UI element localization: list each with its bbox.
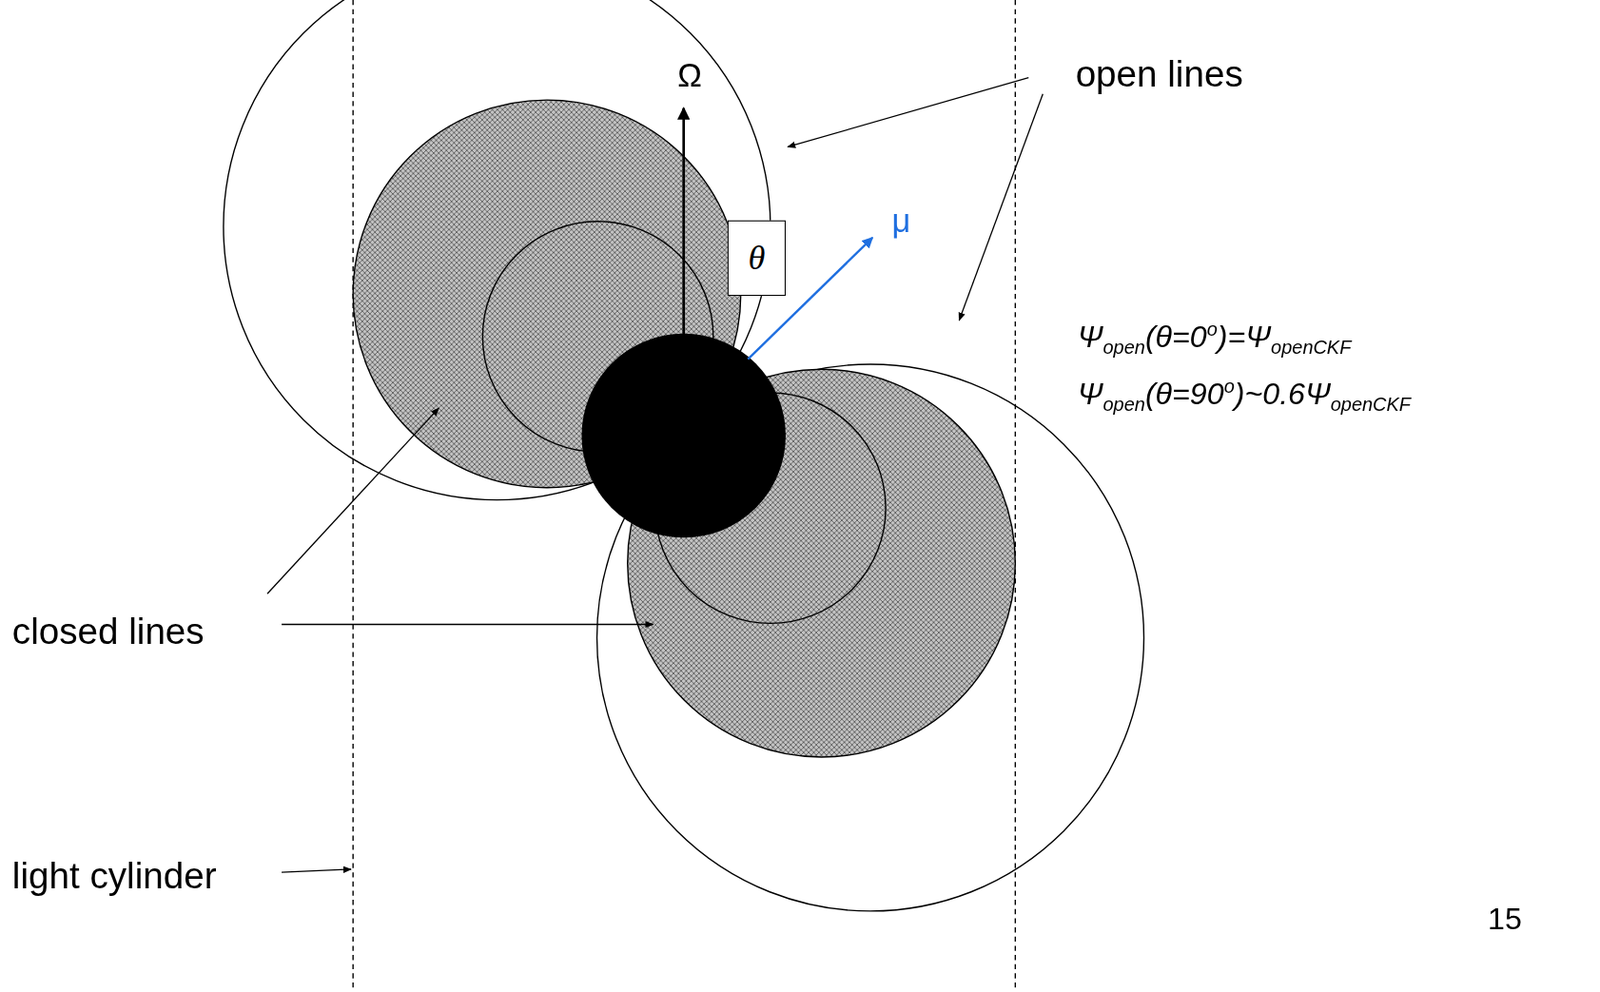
leader-line bbox=[787, 78, 1029, 148]
light-cylinder-line bbox=[1014, 0, 1016, 992]
axis-symbol: μ bbox=[892, 201, 912, 239]
axis-symbol: Ω bbox=[677, 57, 703, 95]
rotation-axis bbox=[682, 108, 685, 337]
callout-text: closed lines bbox=[12, 609, 205, 652]
formula: Ψopen(θ=0o)=ΨopenCKF bbox=[1077, 318, 1352, 359]
callout-text: open lines bbox=[1075, 53, 1244, 96]
formula: Ψopen(θ=90o)~0.6ΨopenCKF bbox=[1077, 375, 1411, 416]
leader-line bbox=[281, 869, 352, 873]
page-number: 15 bbox=[1487, 901, 1522, 937]
angle-symbol: θ bbox=[747, 240, 765, 275]
callout-text: light cylinder bbox=[12, 855, 217, 898]
light-cylinder-line bbox=[351, 0, 353, 992]
leader-line bbox=[958, 94, 1043, 321]
leader-line bbox=[267, 408, 439, 594]
angle-box: θ bbox=[727, 220, 786, 296]
leader-line bbox=[281, 624, 653, 625]
neutron-star bbox=[581, 333, 786, 539]
